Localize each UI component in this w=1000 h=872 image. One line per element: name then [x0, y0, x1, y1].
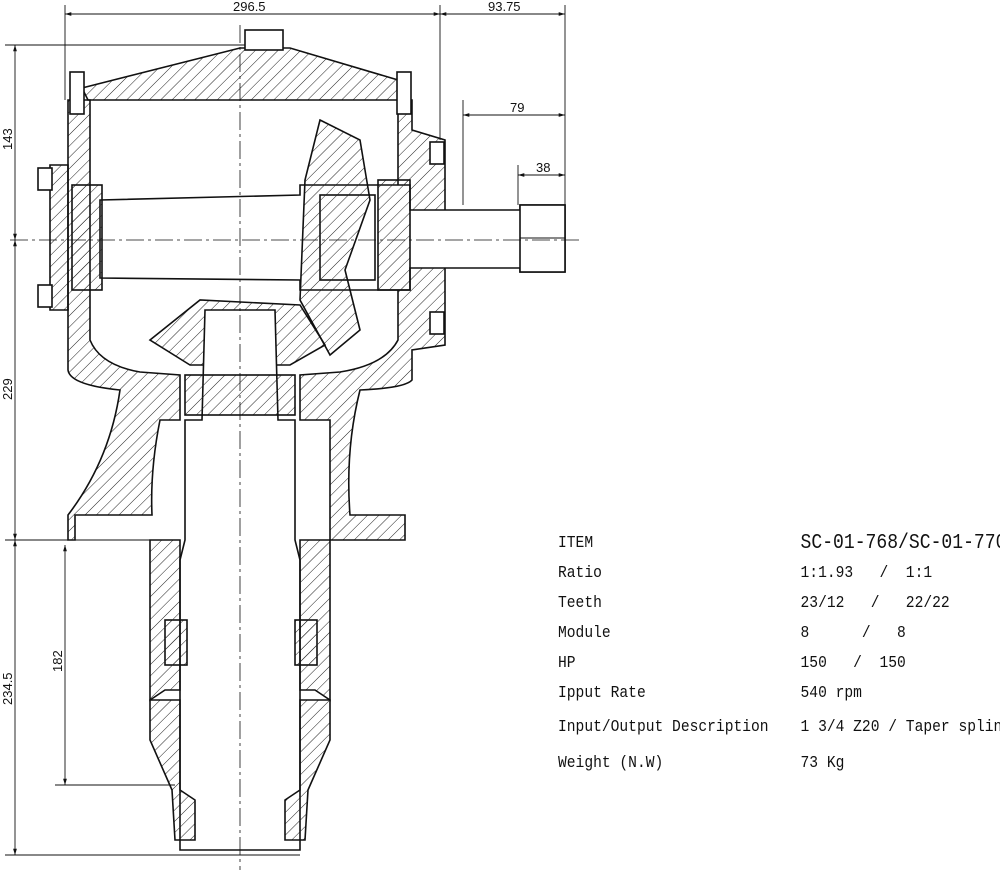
seal-housing-right — [284, 699, 331, 841]
bolt — [429, 141, 445, 165]
spec-row-ratio: Ratio 1:1.93 / 1:1 — [558, 558, 1000, 588]
spec-row-io-description: Input/Output Description 1 3/4 Z20 / Tape… — [558, 708, 1000, 746]
spec-label: Weight (N.W) — [558, 753, 664, 773]
spec-value: 73 Kg — [800, 753, 845, 773]
spec-value: 1:1.93 / 1:1 — [800, 563, 933, 583]
dim-height-bottom: 234.5 — [0, 672, 15, 705]
bolt — [37, 284, 53, 308]
bolt — [396, 71, 412, 115]
spec-value: SC-01-768/SC-01-770 — [800, 531, 1000, 555]
spec-value: 1 3/4 Z20 / Taper spline — [800, 717, 1000, 737]
spec-value: 23/12 / 22/22 — [800, 593, 950, 613]
bevel-gear-horizontal — [299, 118, 371, 357]
housing-left-wall — [67, 99, 181, 541]
spec-value: 150 / 150 — [800, 653, 906, 673]
spec-label: HP — [558, 653, 576, 673]
dim-height-mid: 229 — [0, 378, 15, 400]
top-bolt — [244, 29, 284, 51]
dim-shaft-length-a: 79 — [510, 100, 524, 115]
left-bearing-cap — [49, 164, 69, 311]
lower-housing-right — [299, 539, 331, 702]
dim-shaft-extension: 93.75 — [488, 0, 521, 14]
spec-label: Ipput Rate — [558, 683, 646, 703]
input-bearing-right — [377, 179, 411, 291]
dim-height-top: 143 — [0, 128, 15, 150]
bolt — [37, 167, 53, 191]
spec-row-input-rate: Ipput Rate 540 rpm — [558, 678, 1000, 708]
bolt — [429, 311, 445, 335]
dim-shaft-length-b: 38 — [536, 160, 550, 175]
lower-housing — [149, 539, 181, 702]
spec-row-module: Module 8 / 8 — [558, 618, 1000, 648]
spec-label: ITEM — [558, 533, 594, 553]
spec-label: Ratio — [558, 563, 602, 583]
spec-label: Teeth — [558, 593, 602, 613]
spec-label: Input/Output Description — [558, 717, 769, 737]
seal-housing — [149, 699, 196, 841]
bolt — [69, 71, 85, 115]
spec-row-weight: Weight (N.W) 73 Kg — [558, 746, 1000, 780]
spec-table: ITEM SC-01-768/SC-01-770 Ratio 1:1.93 / 1:… — [558, 528, 1000, 780]
spec-label: Module — [558, 623, 611, 643]
spec-value: 8 / 8 — [800, 623, 906, 643]
spec-row-hp: HP 150 / 150 — [558, 648, 1000, 678]
spec-row-teeth: Teeth 23/12 / 22/22 — [558, 588, 1000, 618]
dim-height-inner: 182 — [50, 650, 65, 672]
input-bearing-left — [71, 184, 103, 291]
dim-width-overall: 296.5 — [233, 0, 266, 14]
spec-row-item: ITEM SC-01-768/SC-01-770 — [558, 528, 1000, 558]
spec-value: 540 rpm — [800, 683, 862, 703]
